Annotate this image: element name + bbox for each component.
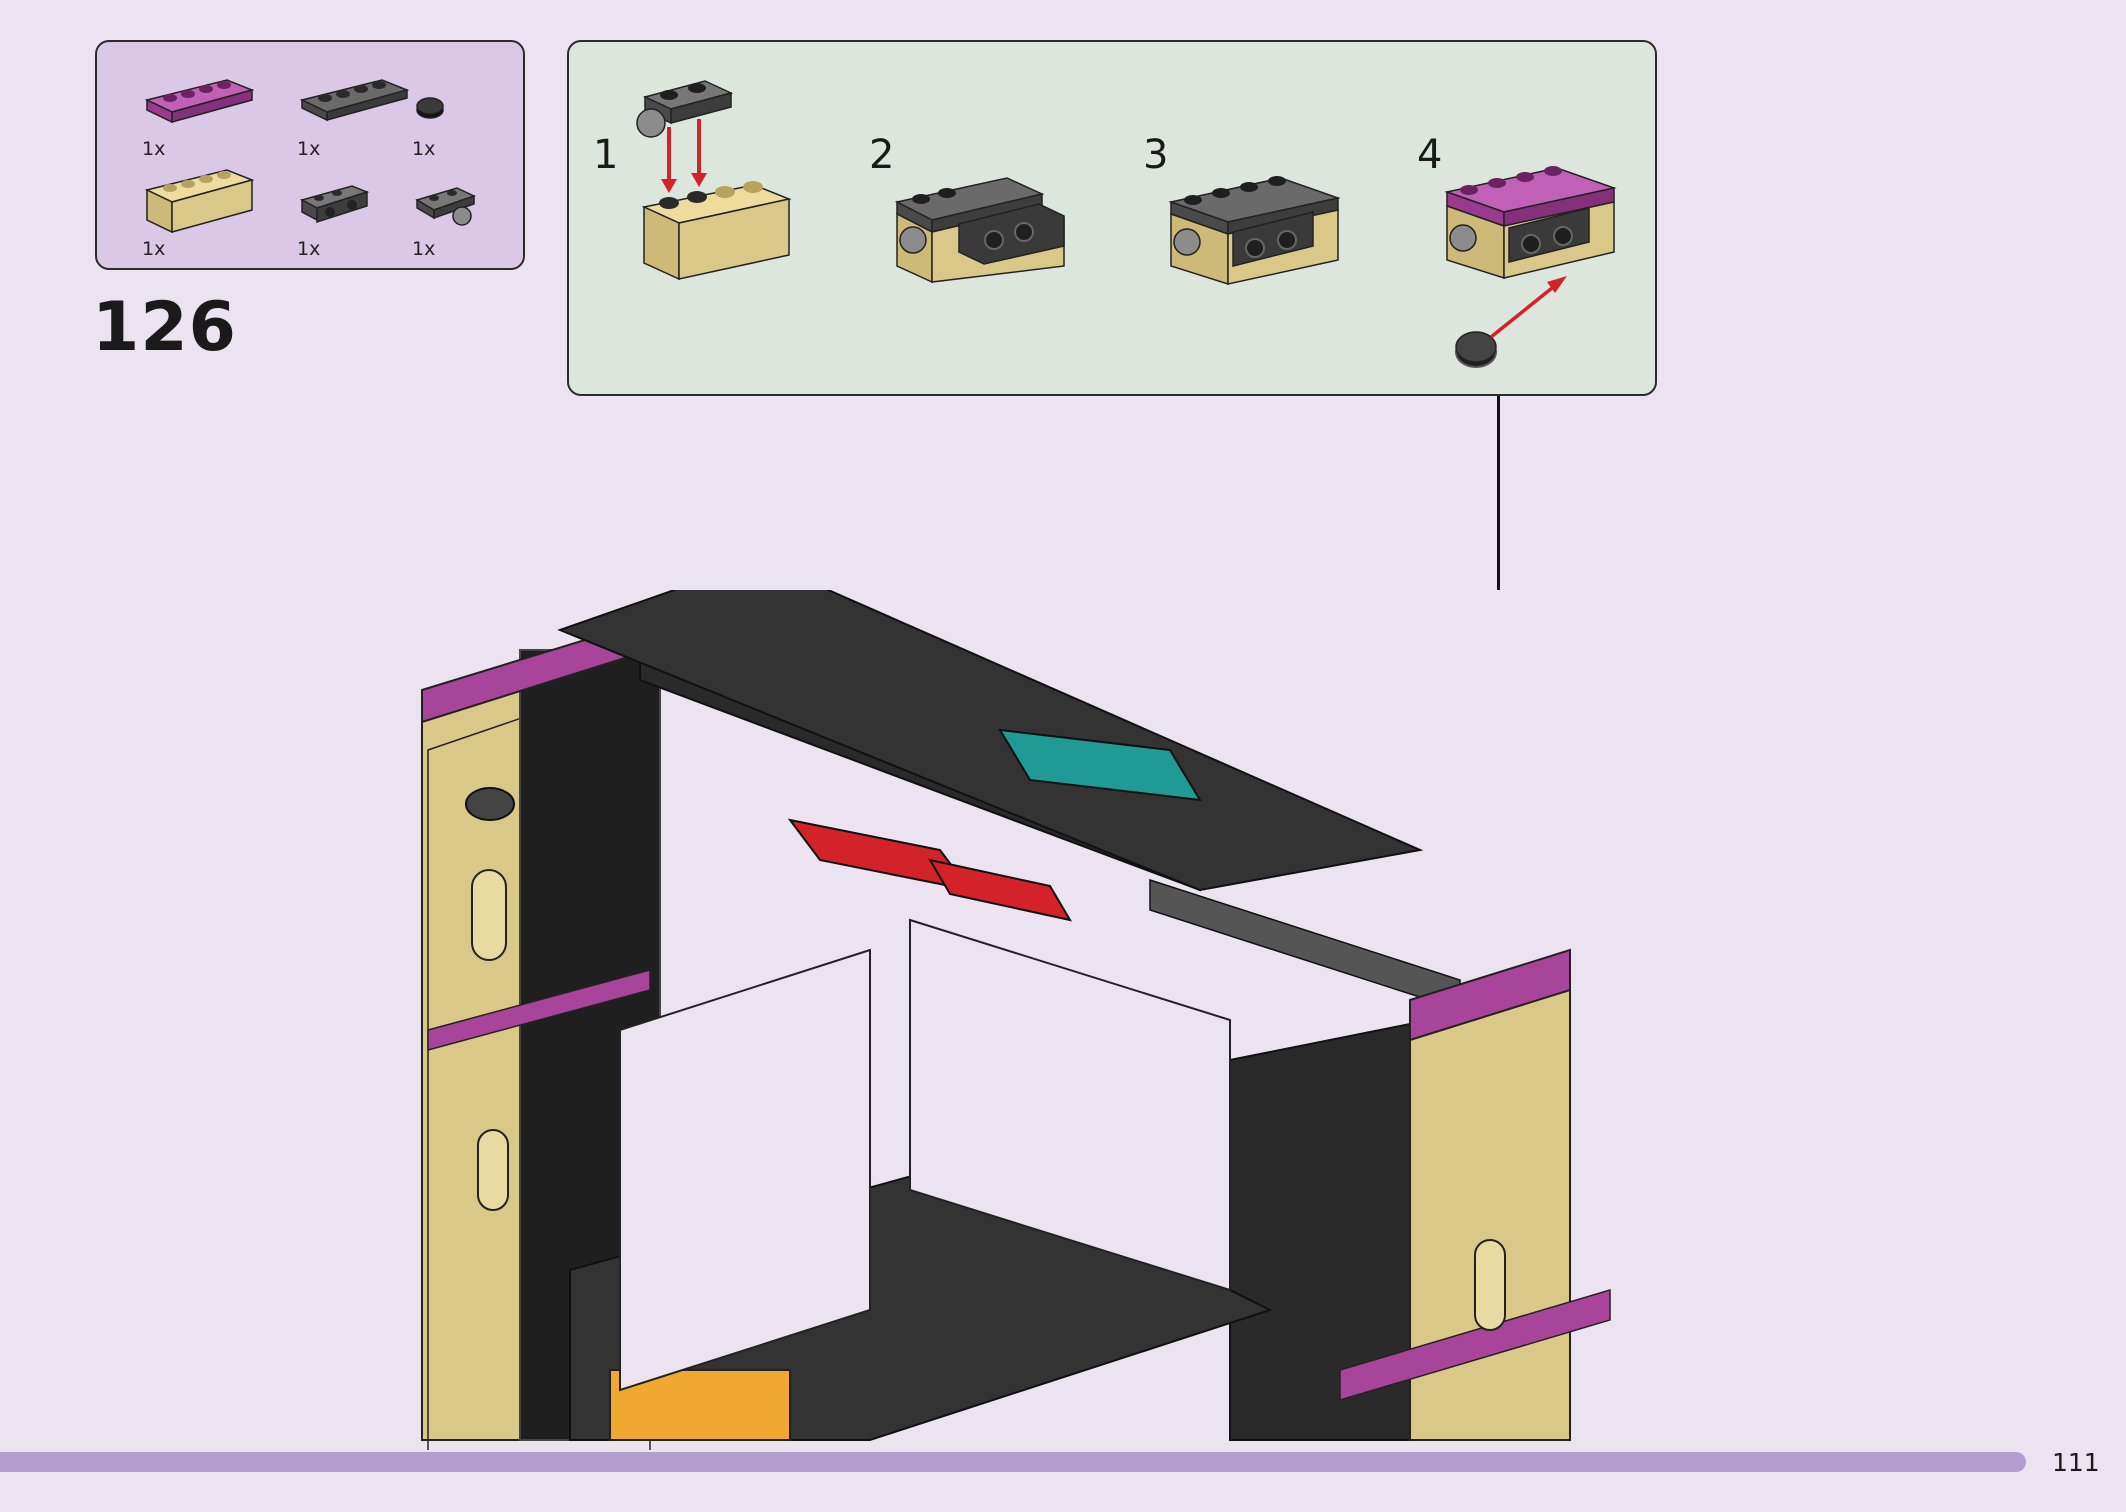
step-number: 126	[92, 288, 237, 367]
part-qty: 1x	[297, 238, 321, 260]
part-magenta-plate: 1x	[142, 60, 262, 160]
part-dark-grey-plate: 1x	[297, 60, 417, 160]
part-qty: 1x	[142, 238, 166, 260]
dark-grey-plate-icon	[299, 79, 410, 122]
substep-label-4: 4	[1417, 132, 1443, 178]
part-bracket: 1x	[297, 160, 417, 260]
substep-label-3: 3	[1143, 132, 1169, 178]
part-round-tile: 1x	[412, 60, 532, 160]
page-number: 111	[2052, 1448, 2100, 1477]
part-ball-plate: 1x	[412, 160, 532, 260]
round-tile-icon	[416, 97, 444, 119]
substep-1-illustration	[636, 80, 792, 281]
substep-2-illustration	[894, 177, 1065, 284]
footer-progress-bar	[0, 1452, 2026, 1472]
part-qty: 1x	[412, 238, 436, 260]
part-tan-brick: 1x	[142, 160, 262, 260]
main-model-illustration	[410, 590, 1660, 1450]
bracket-icon	[299, 185, 370, 224]
part-qty: 1x	[412, 138, 436, 160]
substep-label-1: 1	[593, 132, 619, 178]
ball-plate-icon	[415, 187, 476, 226]
substep-3-illustration	[1168, 176, 1341, 286]
substep-label-2: 2	[869, 132, 895, 178]
tan-brick-icon	[144, 169, 255, 234]
substep-4-illustration	[1444, 166, 1617, 368]
sub-assembly-box: 1 2 3 4	[567, 40, 1657, 396]
part-qty: 1x	[142, 138, 166, 160]
magenta-plate-icon	[144, 79, 255, 124]
part-qty: 1x	[297, 138, 321, 160]
parts-list-box: 1x 1x 1x 1x	[95, 40, 525, 270]
